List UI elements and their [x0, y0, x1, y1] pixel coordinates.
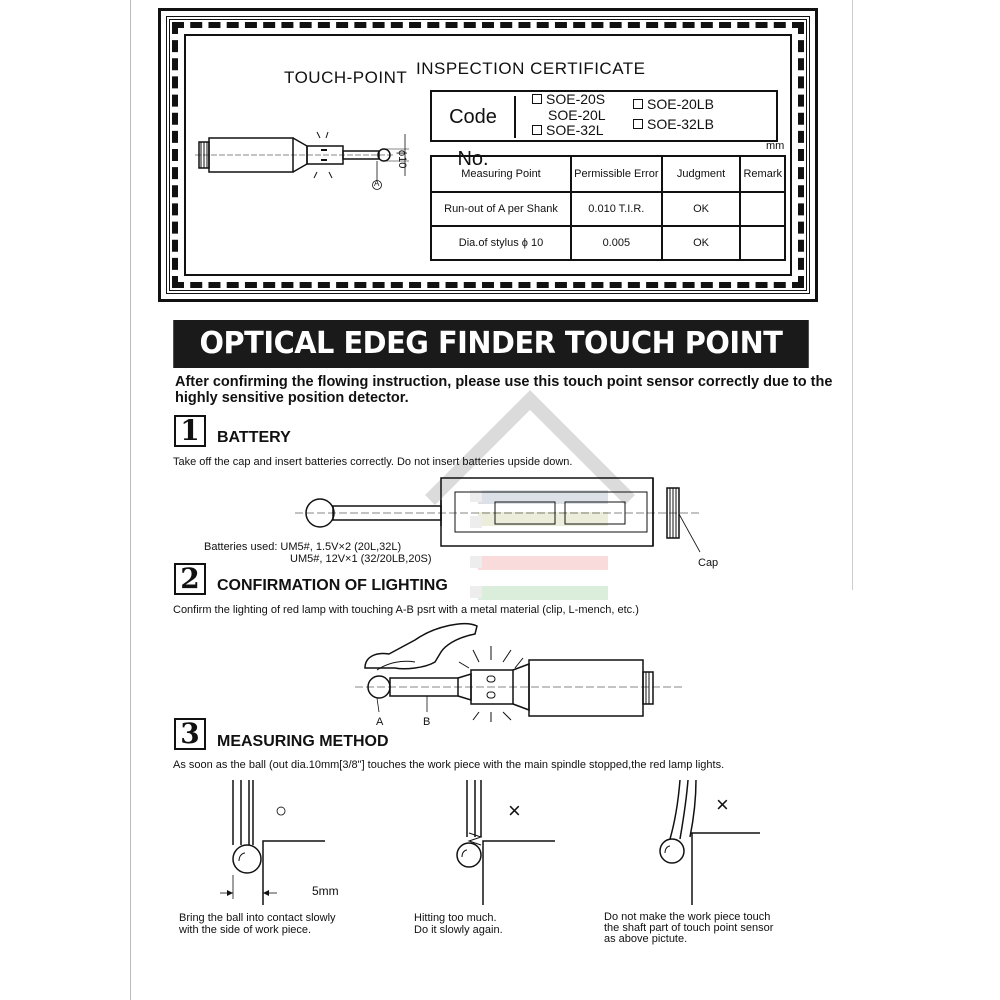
section-description: Confirm the lighting of red lamp with to…: [173, 604, 639, 616]
table-cell: Run-out of A per Shank: [430, 191, 572, 227]
wrong-mark-icon: ×: [508, 798, 521, 823]
section-title-confirmation-of-lighting: CONFIRMATION OF LIGHTING: [217, 577, 448, 594]
table-cell: OK: [660, 191, 742, 227]
case-caption: with the side of work piece.: [179, 924, 312, 936]
case-caption: the shaft part of touch point sensor: [604, 922, 774, 934]
battery-diagram: [295, 477, 701, 553]
code-number-box: [430, 90, 778, 142]
table-cell: [739, 191, 786, 227]
table-header: Permissible Error: [570, 155, 663, 193]
correct-mark-icon: ○: [275, 800, 288, 822]
code-option-soe-32l[interactable]: SOE-32L: [532, 122, 604, 138]
code-option-soe-32lb[interactable]: SOE-32LB: [633, 116, 714, 132]
certificate-frame-mid: [166, 16, 810, 294]
code-option-soe-20lb[interactable]: SOE-20LB: [633, 96, 714, 112]
section-description: Take off the cap and insert batteries co…: [173, 456, 573, 468]
section-number: 1: [174, 415, 206, 447]
table-header-row: Measuring Point Permissible Error Judgme…: [430, 155, 786, 193]
table-header: Judgment: [660, 155, 742, 193]
table-header: Remark: [739, 155, 786, 193]
dimension-5mm: 5mm: [312, 884, 339, 898]
inspection-table: Measuring Point Permissible Error Judgme…: [430, 155, 786, 261]
section-title-battery: BATTERY: [217, 429, 291, 446]
scan-edge-left: [130, 0, 131, 1000]
checkbox-icon: [633, 99, 643, 109]
diameter-label: ϕ10: [396, 150, 408, 169]
table-cell: [739, 225, 786, 261]
section-title-measuring-method: MEASURING METHOD: [217, 733, 389, 750]
unit-label: mm: [766, 140, 785, 152]
certificate-frame-inner: [184, 34, 792, 276]
label-a: A: [376, 716, 384, 728]
code-option-soe-20s[interactable]: SOE-20S: [532, 91, 605, 107]
certificate-product-name: TOUCH-POINT: [284, 68, 408, 87]
section-number: 3: [174, 718, 206, 750]
batteries-used-line1: Batteries used: UM5#, 1.5V×2 (20L,32L): [204, 541, 402, 553]
table-cell: Dia.of stylus ϕ 10: [430, 225, 572, 261]
certificate-title: INSPECTION CERTIFICATE: [416, 59, 646, 78]
case-caption: Hitting too much.: [414, 912, 497, 924]
batteries-used-line2: UM5#, 12V×1 (32/20LB,20S): [290, 553, 432, 565]
table-header: Measuring Point: [430, 155, 572, 193]
checkbox-icon: [532, 94, 542, 104]
page-title-banner: OPTICAL EDEG FINDER TOUCH POINT SENSOR: [173, 320, 809, 409]
certificate-frame-outer: [158, 8, 818, 302]
wrong-mark-icon: ×: [716, 792, 729, 817]
case-caption: Do not make the work piece touch: [604, 911, 771, 923]
measuring-wrong-hit-diagram: [456, 780, 555, 905]
certificate-frame-pattern: [172, 22, 804, 288]
checkbox-icon: [633, 119, 643, 129]
certificate-touch-point-diagram: [195, 131, 409, 190]
house-watermark-icon: [425, 390, 635, 600]
table-row: Run-out of A per Shank 0.010 T.I.R. OK: [430, 191, 786, 227]
scan-edge-right: [852, 0, 853, 590]
label-b: B: [423, 716, 431, 728]
table-cell: 0.010 T.I.R.: [570, 191, 663, 227]
intro-text: After confirming the flowing instruction…: [175, 374, 833, 406]
table-cell: OK: [660, 225, 742, 261]
measuring-wrong-shaft-diagram: [659, 779, 760, 905]
checkbox-icon: [532, 125, 542, 135]
case-caption: Do it slowly again.: [414, 924, 503, 936]
table-cell: 0.005: [570, 225, 663, 261]
cap-label: Cap: [698, 557, 719, 569]
section-description: As soon as the ball (out dia.10mm[3/8"] …: [173, 759, 725, 771]
case-caption: Bring the ball into contact slowly: [179, 912, 336, 924]
section-number: 2: [174, 563, 206, 595]
measuring-correct-diagram: [220, 780, 325, 905]
code-number-label: Code No.: [432, 96, 516, 170]
table-row: Dia.of stylus ϕ 10 0.005 OK: [430, 225, 786, 261]
code-option-soe-20l[interactable]: SOE-20L: [548, 107, 606, 123]
point-a-label: A: [374, 179, 380, 188]
lighting-check-diagram: [355, 622, 685, 722]
case-caption: as above pictute.: [604, 933, 688, 945]
